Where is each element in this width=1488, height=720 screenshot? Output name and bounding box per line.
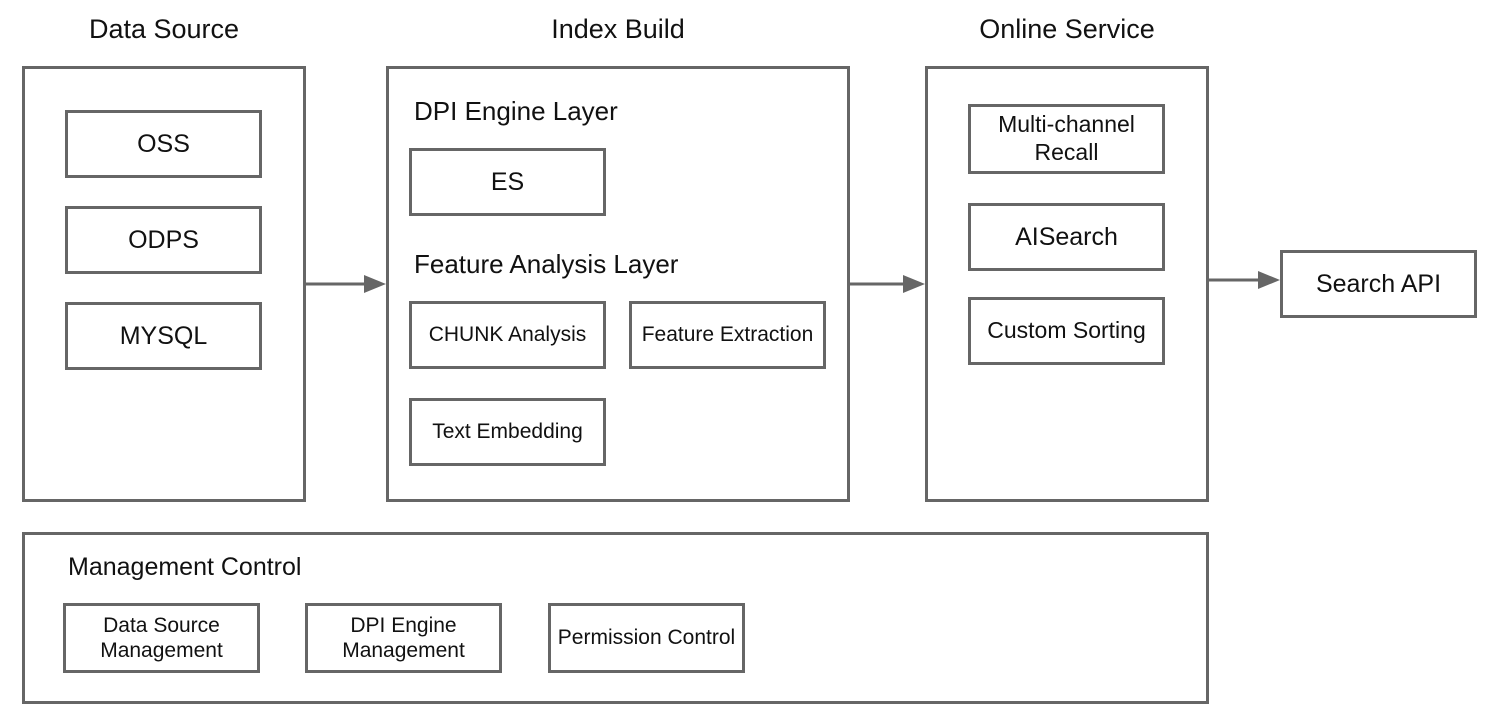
management-control-label: Management Control <box>68 553 302 581</box>
custom-sorting-label: Custom Sorting <box>987 317 1146 344</box>
multi-channel-recall-box[interactable]: Multi-channel Recall <box>968 104 1165 174</box>
dpi-engine-management-box[interactable]: DPI Engine Management <box>305 603 502 673</box>
text-embedding-label: Text Embedding <box>432 420 583 444</box>
chunk-analysis-label: CHUNK Analysis <box>428 323 587 347</box>
search-api-box[interactable]: Search API <box>1280 250 1477 318</box>
data-source-management-box[interactable]: Data Source Management <box>63 603 260 673</box>
dpi-engine-layer-label: DPI Engine Layer <box>414 96 618 126</box>
multi-channel-recall-label: Multi-channel Recall <box>998 111 1135 165</box>
permission-control-label: Permission Control <box>557 626 736 650</box>
mysql-label: MYSQL <box>119 322 208 350</box>
online-service-title: Online Service <box>979 14 1155 44</box>
feature-extraction-label: Feature Extraction <box>641 323 814 347</box>
text-embedding-box[interactable]: Text Embedding <box>409 398 606 466</box>
dpi-engine-management-label: DPI Engine Management <box>342 613 465 662</box>
arrow-online-service-to-search-api <box>1209 271 1280 289</box>
feature-extraction-box[interactable]: Feature Extraction <box>629 301 826 369</box>
permission-control-box[interactable]: Permission Control <box>548 603 745 673</box>
arrow-data-source-to-index-build <box>306 275 386 293</box>
odps-label: ODPS <box>128 226 199 254</box>
arrow-index-build-to-online-service <box>850 275 925 293</box>
chunk-analysis-box[interactable]: CHUNK Analysis <box>409 301 606 369</box>
index-build-title: Index Build <box>551 14 685 44</box>
custom-sorting-box[interactable]: Custom Sorting <box>968 297 1165 365</box>
es-label: ES <box>490 168 525 196</box>
aisearch-label: AISearch <box>1015 223 1118 251</box>
mysql-box[interactable]: MYSQL <box>65 302 262 370</box>
aisearch-box[interactable]: AISearch <box>968 203 1165 271</box>
odps-box[interactable]: ODPS <box>65 206 262 274</box>
data-source-management-label: Data Source Management <box>100 613 223 662</box>
feature-analysis-layer-label: Feature Analysis Layer <box>414 249 679 279</box>
data-source-title: Data Source <box>88 14 240 44</box>
oss-box[interactable]: OSS <box>65 110 262 178</box>
oss-label: OSS <box>137 130 190 158</box>
search-api-label: Search API <box>1315 270 1442 298</box>
es-box[interactable]: ES <box>409 148 606 216</box>
